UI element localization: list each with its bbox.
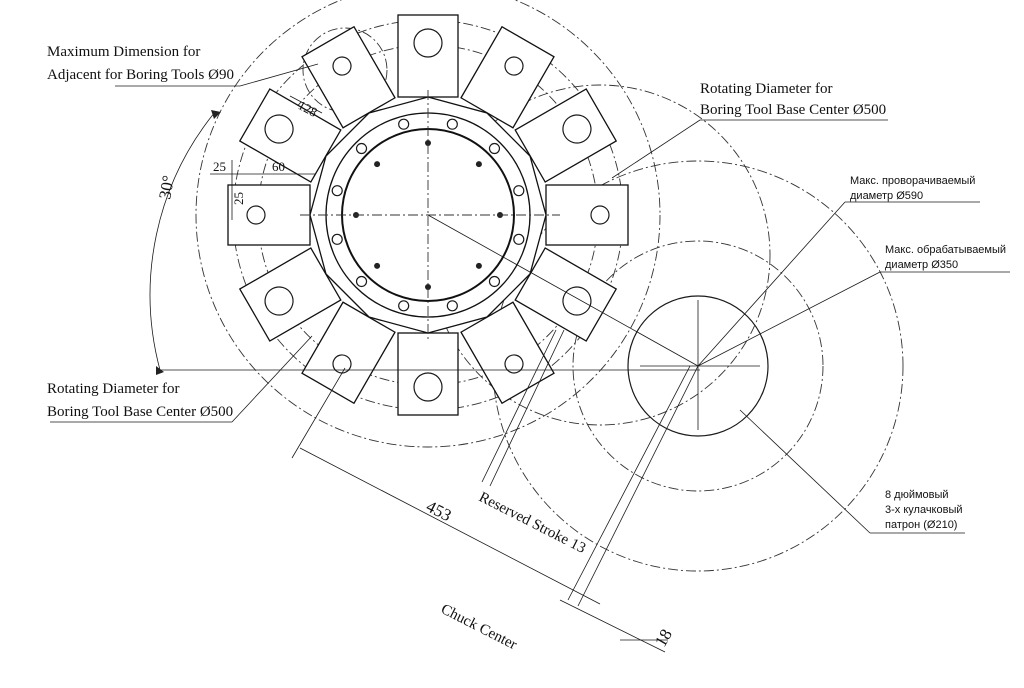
tool-bore [504, 354, 524, 374]
tool-holder-block [397, 14, 459, 98]
rot-top-label-line2: Boring Tool Base Center Ø500 [700, 102, 886, 118]
plate-screw [475, 161, 482, 168]
dim-453-line [299, 447, 601, 605]
plate-screw [425, 284, 431, 290]
tool-station [397, 332, 459, 416]
angle-arrow-bottom [156, 366, 164, 375]
tool-station [545, 184, 629, 246]
tool-bore [504, 56, 524, 76]
dim-25-a: 25 [213, 159, 226, 174]
bolt-hole [488, 142, 501, 155]
chuck-center-line-b [567, 365, 691, 601]
max-dim-label-line1: Maximum Dimension for [47, 44, 200, 60]
dim-angle-30: 30° [155, 174, 178, 201]
max-turn-label-line1: Макс. проворачиваемый [850, 175, 975, 187]
tool-station [227, 184, 311, 246]
plate-screw [374, 161, 381, 168]
bolt-hole [331, 185, 343, 197]
max-working-diameter-circle [572, 240, 824, 492]
chuck-circle [627, 295, 769, 437]
leader-lines [50, 63, 1010, 653]
angle-arrow-top [211, 110, 221, 119]
dim-25-b: 25 [231, 192, 246, 205]
turret-body [227, 14, 629, 416]
dim-18-line [559, 599, 666, 653]
max-dim-leader [239, 63, 319, 87]
bolt-hole [398, 300, 410, 312]
tool-bore [332, 56, 352, 76]
plate-screw [425, 140, 431, 146]
adjacent-tool-circle [429, 84, 771, 426]
bolt-hole [355, 275, 368, 288]
tool-bore [413, 28, 443, 58]
max-dim-label-line2: Adjacent for Boring Tools Ø90 [47, 67, 234, 83]
rot-top-leader [611, 119, 701, 179]
plate-screw [374, 262, 381, 269]
bolt-hole [331, 233, 343, 245]
dim-453-ext-left [291, 367, 346, 459]
bolt-hole [446, 300, 458, 312]
max-work-leader [697, 271, 881, 367]
chuck-center-label: Chuck Center [438, 601, 519, 653]
dim-60: 60 [272, 159, 285, 174]
max-turn-label-line2: диаметр Ø590 [850, 190, 923, 202]
stroke-line-b [489, 329, 565, 487]
tool-bore [246, 205, 266, 225]
tool-station [397, 14, 459, 98]
turret-bolt-holes [331, 118, 525, 312]
dim-453: 453 [423, 497, 454, 526]
chuck-label-line1: 8 дюймовый [885, 489, 949, 501]
bolt-hole [488, 275, 501, 288]
tool-bore [264, 286, 294, 316]
bolt-hole [513, 185, 525, 197]
chuck-label-line2: 3-х кулачковый [885, 504, 963, 516]
chuck-center-line-a [577, 365, 699, 607]
stroke-line-a [481, 329, 557, 483]
tool-bore [332, 354, 352, 374]
rot-bottom-label-line2: Boring Tool Base Center Ø500 [47, 404, 233, 420]
tool-station [514, 247, 618, 342]
rotating-diameter-outer [195, 0, 661, 448]
dim-128-line [289, 95, 323, 114]
angle-30-arc [149, 111, 216, 371]
adjacent-tool-envelope [302, 27, 388, 113]
chuck-label-line3: патрон (Ø210) [885, 519, 957, 531]
tool-holder-block [397, 332, 459, 416]
tool-stations [227, 14, 629, 416]
rot-bottom-leader [231, 335, 313, 423]
tool-bore [590, 205, 610, 225]
bolt-hole [513, 233, 525, 245]
center-to-chuck-line [427, 214, 699, 367]
max-work-label-line1: Макс. обрабатываемый [885, 244, 1006, 256]
reserved-stroke-label: Reserved Stroke 13 [476, 489, 588, 557]
tool-bore [264, 114, 294, 144]
chuck-leader [739, 409, 871, 534]
tool-bore [562, 286, 592, 316]
max-turn-leader [697, 201, 846, 367]
max-work-label-line2: диаметр Ø350 [885, 259, 958, 271]
bolt-hole [398, 118, 410, 130]
dim-18: 18 [651, 626, 676, 650]
bolt-hole [355, 142, 368, 155]
plate-screw [475, 262, 482, 269]
rot-bottom-label-line1: Rotating Diameter for [47, 381, 179, 397]
rot-top-label-line1: Rotating Diameter for [700, 81, 832, 97]
tool-bore [562, 114, 592, 144]
bolt-hole [446, 118, 458, 130]
tool-bore [413, 372, 443, 402]
